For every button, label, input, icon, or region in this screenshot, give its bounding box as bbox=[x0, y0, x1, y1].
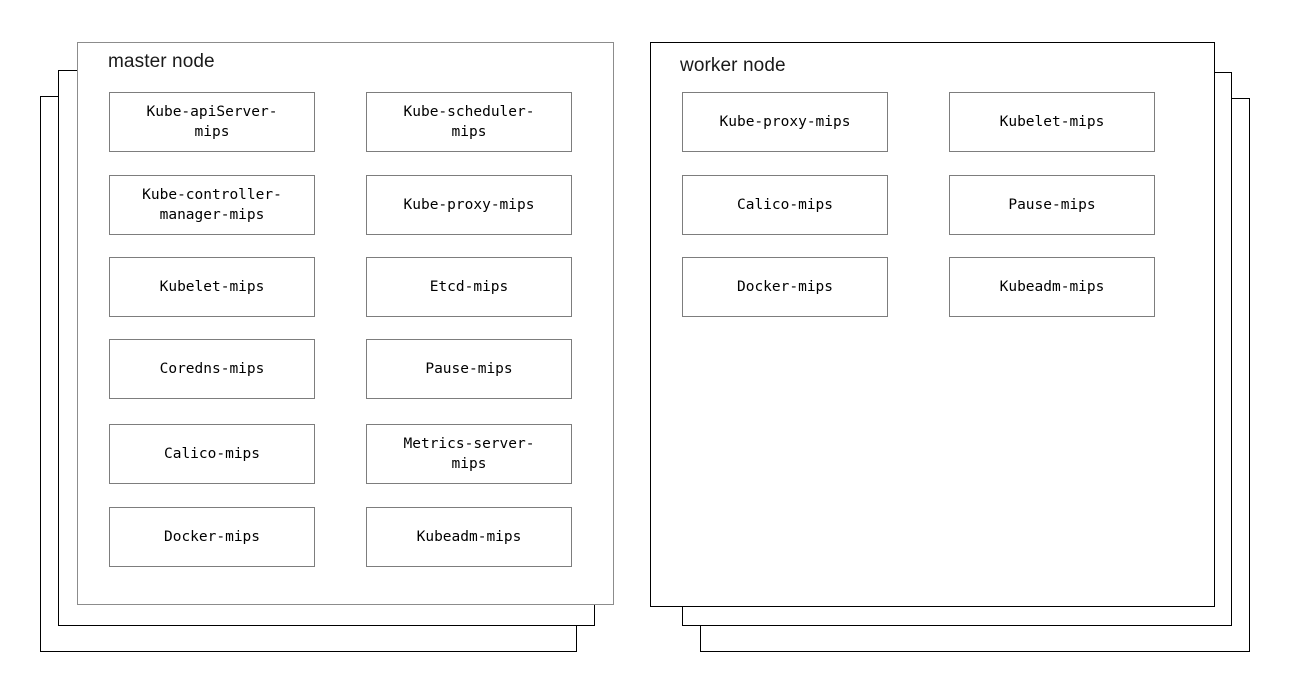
worker-component-kube-proxy[interactable]: Kube-proxy-mips bbox=[682, 92, 888, 152]
component-label: Kube-scheduler- mips bbox=[403, 104, 535, 140]
master-component-kube-controller-manager[interactable]: Kube-controller- manager-mips bbox=[109, 175, 315, 235]
master-node-title: master node bbox=[108, 51, 215, 72]
master-component-kube-proxy[interactable]: Kube-proxy-mips bbox=[366, 175, 572, 235]
component-label: Kube-controller- manager-mips bbox=[142, 187, 282, 223]
worker-component-docker[interactable]: Docker-mips bbox=[682, 257, 888, 317]
master-component-metrics-server[interactable]: Metrics-server- mips bbox=[366, 424, 572, 484]
component-label: Kube-proxy-mips bbox=[719, 114, 851, 130]
worker-component-kubelet[interactable]: Kubelet-mips bbox=[949, 92, 1155, 152]
master-component-kube-apiserver[interactable]: Kube-apiServer- mips bbox=[109, 92, 315, 152]
component-label: Kubeadm-mips bbox=[416, 529, 522, 545]
master-component-etcd[interactable]: Etcd-mips bbox=[366, 257, 572, 317]
component-label: Docker-mips bbox=[163, 529, 261, 545]
component-label: Calico-mips bbox=[163, 446, 261, 462]
component-label: Kube-proxy-mips bbox=[403, 197, 535, 213]
master-component-kubeadm[interactable]: Kubeadm-mips bbox=[366, 507, 572, 567]
component-label: Kubeadm-mips bbox=[999, 279, 1105, 295]
component-label: Etcd-mips bbox=[429, 279, 509, 295]
component-label: Kubelet-mips bbox=[159, 279, 265, 295]
component-label: Coredns-mips bbox=[159, 361, 265, 377]
component-label: Docker-mips bbox=[736, 279, 834, 295]
master-component-kube-scheduler[interactable]: Kube-scheduler- mips bbox=[366, 92, 572, 152]
master-component-calico[interactable]: Calico-mips bbox=[109, 424, 315, 484]
master-component-docker[interactable]: Docker-mips bbox=[109, 507, 315, 567]
master-component-kubelet[interactable]: Kubelet-mips bbox=[109, 257, 315, 317]
component-label: Kubelet-mips bbox=[999, 114, 1105, 130]
master-component-coredns[interactable]: Coredns-mips bbox=[109, 339, 315, 399]
worker-node-title: worker node bbox=[680, 55, 786, 76]
component-label: Pause-mips bbox=[1008, 197, 1096, 213]
component-label: Pause-mips bbox=[425, 361, 513, 377]
worker-component-pause[interactable]: Pause-mips bbox=[949, 175, 1155, 235]
worker-component-kubeadm[interactable]: Kubeadm-mips bbox=[949, 257, 1155, 317]
component-label: Metrics-server- mips bbox=[403, 436, 535, 472]
master-component-pause[interactable]: Pause-mips bbox=[366, 339, 572, 399]
component-label: Kube-apiServer- mips bbox=[146, 104, 278, 140]
worker-component-calico[interactable]: Calico-mips bbox=[682, 175, 888, 235]
component-label: Calico-mips bbox=[736, 197, 834, 213]
